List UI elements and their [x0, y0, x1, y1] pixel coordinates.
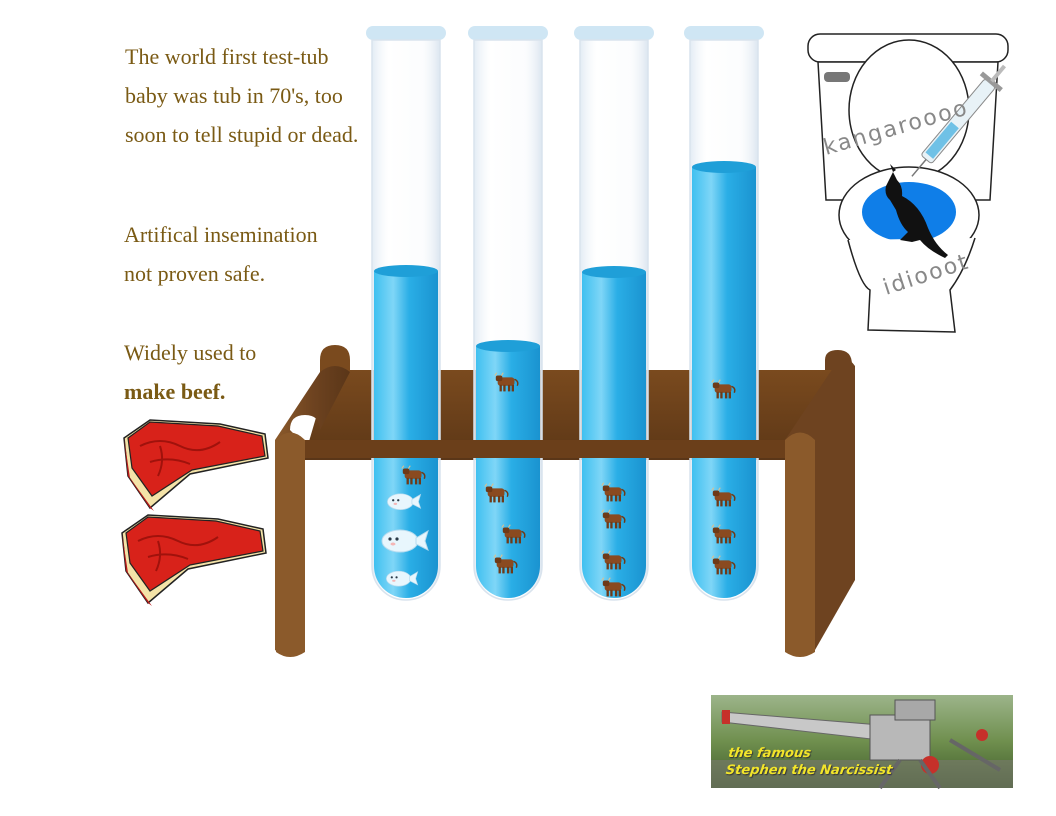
insemination-line-1: Artifical insemination: [124, 222, 318, 247]
intro-text: The world first test-tub baby was tub in…: [125, 37, 358, 154]
insemination-line-2: not proven safe.: [124, 261, 266, 286]
rack-leg-right: [785, 358, 855, 657]
syringe-icon: [911, 64, 1007, 177]
kangaroo-icon: [885, 164, 948, 258]
intro-line-2: baby was tub in 70's, too: [125, 83, 343, 108]
test-tube-1: [366, 26, 446, 601]
usage-text: Widely used to make beef.: [124, 333, 256, 411]
test-tube-3: [574, 26, 654, 601]
test-tube-4: [684, 26, 764, 601]
banner-line-2: Stephen the Narcissist: [724, 763, 894, 778]
steak-icon: [122, 418, 270, 511]
test-tube-2: [468, 26, 548, 601]
intro-line-3: soon to tell stupid or dead.: [125, 122, 359, 147]
intro-line-1: The world first test-tub: [125, 44, 329, 69]
usage-line-2: make beef.: [124, 379, 226, 404]
cannon-banner: the famous Stephen the Narcissist: [711, 695, 1013, 788]
cannon-banner-image: [711, 695, 1013, 790]
rack-front-board: [305, 440, 808, 458]
usage-line-1: Widely used to: [124, 340, 257, 365]
cannon-icon: [721, 699, 1002, 790]
banner-caption: the famous Stephen the Narcissist: [725, 745, 896, 779]
insemination-text: Artifical insemination not proven safe.: [124, 215, 318, 293]
banner-line-1: the famous: [727, 746, 812, 761]
steak-icon: [120, 513, 268, 606]
rack-leg-left: [275, 366, 350, 657]
